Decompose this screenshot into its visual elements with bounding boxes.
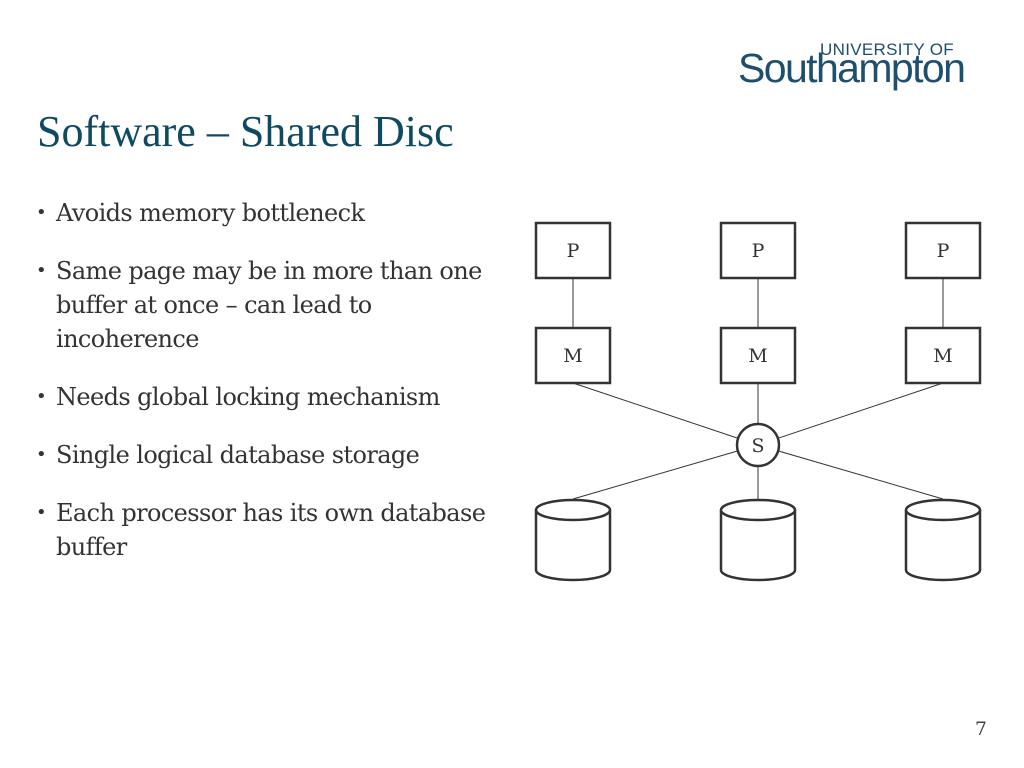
disk-icon <box>904 498 982 582</box>
bullet-item: Each processor has its own database buff… <box>36 496 486 564</box>
memory-label: M <box>933 345 952 367</box>
switch-node <box>735 422 781 468</box>
disk-icon <box>534 498 612 582</box>
bullet-item: Needs global locking mechanism <box>36 380 486 414</box>
processor-label: P <box>567 240 580 262</box>
university-logo: UNIVERSITY OF Southampton <box>738 40 988 100</box>
m-s-connector <box>757 382 944 446</box>
m-s-connector <box>572 382 759 446</box>
bullet-item: Same page may be in more than one buffer… <box>36 254 486 356</box>
memory-box <box>904 326 982 385</box>
processor-label: P <box>937 240 950 262</box>
page-number: 7 <box>974 718 987 740</box>
bullet-item: Single logical database storage <box>36 438 486 472</box>
switch-label: S <box>751 435 764 457</box>
processor-label: P <box>752 240 765 262</box>
memory-box <box>534 326 612 385</box>
shared-disc-diagram: P P P M M M S <box>534 221 982 582</box>
memory-label: M <box>748 345 767 367</box>
memory-label: M <box>563 345 582 367</box>
logo-top-text: UNIVERSITY OF <box>820 40 954 59</box>
processor-box <box>719 221 797 280</box>
slide-title: Software – Shared Disc <box>37 107 454 156</box>
s-disk-connector <box>572 444 759 500</box>
processor-box <box>904 221 982 280</box>
bullet-item: Avoids memory bottleneck <box>36 196 486 230</box>
logo-wordmark: Southampton <box>738 45 966 91</box>
bullet-list: Avoids memory bottleneck Same page may b… <box>36 196 486 588</box>
s-disk-connector <box>757 444 944 500</box>
disk-icon <box>719 498 797 582</box>
processor-box <box>534 221 612 280</box>
memory-box <box>719 326 797 385</box>
